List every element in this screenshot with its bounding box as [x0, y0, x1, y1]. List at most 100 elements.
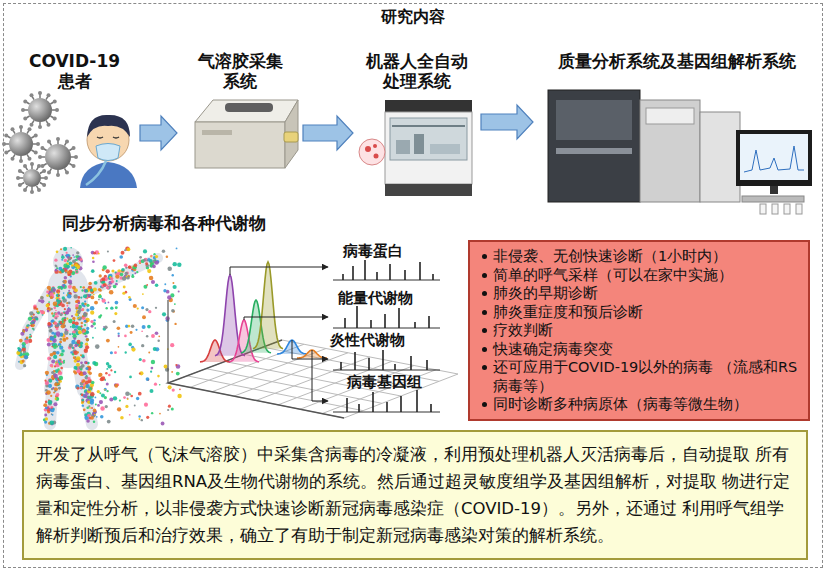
particle-dot — [53, 307, 56, 310]
particle-dot — [123, 286, 126, 289]
particle-dot — [150, 371, 152, 373]
bullet-item: 还可应用于COVID-19以外的病毒 （流感和RS病毒等） — [480, 358, 800, 395]
particle-dot — [29, 336, 32, 339]
robot-part — [414, 134, 424, 154]
particle-dot — [104, 388, 107, 391]
particle-dot — [64, 308, 66, 310]
particle-dot — [48, 378, 52, 382]
particle-dot — [20, 332, 24, 336]
vial — [796, 204, 802, 214]
particle-dot — [50, 408, 54, 412]
particle-dot — [147, 269, 151, 273]
grid-line — [322, 370, 436, 414]
particle-dot — [74, 344, 77, 347]
particle-dot — [138, 392, 142, 396]
particle-dot — [100, 278, 104, 282]
particle-dot — [62, 296, 66, 300]
spectrum-bar — [432, 274, 434, 280]
particle-dot — [86, 375, 88, 377]
flow-arrow — [140, 116, 177, 150]
particle-dot — [90, 294, 92, 296]
particle-dot — [55, 265, 57, 267]
particle-dot — [106, 383, 109, 386]
virus-spike-tip — [28, 157, 32, 161]
particle-dot — [77, 326, 82, 331]
particle-dot — [66, 318, 68, 320]
particle-dot — [58, 298, 60, 300]
particle-dot — [110, 277, 113, 280]
spectrum-bar — [400, 396, 402, 412]
particle-dot — [59, 376, 64, 381]
stage-heading: COVID-19 患者 — [25, 52, 125, 91]
particle-dot — [153, 253, 155, 255]
particle-dot — [172, 282, 174, 284]
virus-spike-tip — [4, 134, 8, 138]
sample-dot — [373, 144, 377, 148]
particle-dot — [59, 358, 62, 361]
vial — [760, 204, 766, 214]
virus-spike-tip — [40, 164, 44, 168]
particle-dot — [167, 295, 171, 299]
oxygen-tube — [86, 161, 106, 185]
particle-dot — [96, 416, 98, 418]
particle-dot — [61, 304, 65, 308]
particle-dot — [79, 317, 81, 319]
patient-figure — [80, 115, 137, 188]
particle-dot — [141, 419, 143, 421]
particle-dot — [134, 272, 136, 274]
particle-dot — [63, 280, 67, 284]
particle-dot — [50, 296, 53, 299]
particle-dot — [75, 385, 79, 389]
particle-dot — [107, 420, 111, 424]
particle-dot — [145, 308, 148, 311]
virus-spike-tip — [40, 146, 44, 150]
particle-dot — [49, 329, 53, 333]
particle-dot — [85, 362, 87, 364]
particle-dot — [131, 324, 135, 328]
particle-dot — [101, 298, 103, 300]
particle-dot — [106, 368, 108, 370]
particle-dot — [45, 371, 49, 375]
particle-dot — [157, 339, 160, 342]
particle-dot — [142, 325, 146, 329]
particle-dot — [128, 296, 131, 299]
device-side — [285, 100, 298, 168]
virus-spike-tip — [21, 108, 25, 112]
virus-spike-tip — [65, 171, 69, 175]
particle-dot — [105, 307, 107, 309]
particle-dot — [22, 360, 25, 363]
robot-body — [385, 112, 472, 184]
particle-dot — [90, 295, 94, 299]
particle-dot — [147, 325, 151, 329]
device-tube — [284, 132, 298, 142]
particle-dot — [125, 405, 128, 408]
particle-dot — [172, 388, 175, 391]
particle-dot — [168, 405, 171, 408]
spectrum-baseline — [333, 370, 440, 371]
particle-dot — [47, 342, 51, 346]
particle-dot — [102, 265, 106, 269]
spectrum-bar — [370, 320, 372, 328]
particle-dot — [63, 284, 65, 286]
mass-spec-system — [548, 90, 812, 214]
particle-dot — [119, 255, 123, 259]
particle-dot — [136, 397, 139, 400]
particle-dot — [58, 373, 60, 375]
particle-dot — [35, 317, 38, 320]
particle-dot — [59, 346, 63, 350]
particle-dot — [63, 311, 65, 313]
particle-dot — [110, 351, 113, 354]
particle-dot — [61, 288, 63, 290]
virus-spike-tip — [23, 188, 27, 192]
particle-dot — [46, 294, 49, 297]
particle-dot — [69, 333, 71, 335]
particle-dot — [93, 409, 97, 413]
particle-dot — [92, 257, 95, 260]
particle-dot — [47, 356, 51, 360]
bullet-dot — [482, 291, 487, 296]
particle-dot — [118, 346, 120, 348]
particle-dot — [82, 308, 84, 310]
particle-dot — [78, 296, 81, 299]
particle-dot — [82, 381, 84, 383]
particle-dot — [54, 383, 58, 387]
